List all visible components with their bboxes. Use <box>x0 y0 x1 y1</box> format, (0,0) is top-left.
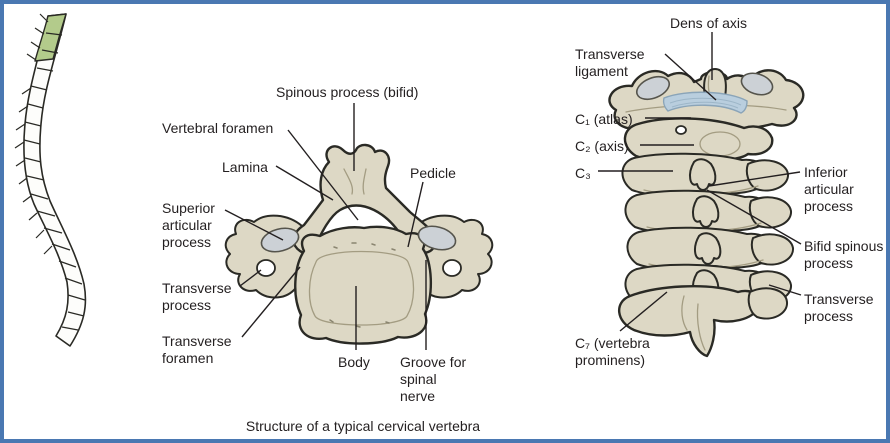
label-pedicle: Pedicle <box>410 165 456 181</box>
label-vertebral-foramen: Vertebral foramen <box>162 120 274 136</box>
label-transverse-process-superior: Transverse process <box>162 280 232 313</box>
vertebral-body-shape <box>294 225 433 345</box>
vertebral-arch-shape <box>292 143 437 255</box>
superior-articular-facet-right <box>417 225 457 251</box>
label-spinous-process: Spinous process (bifid) <box>276 84 419 100</box>
cervical-region-highlight <box>34 13 67 62</box>
transverse-foramen-left-shape <box>256 259 276 277</box>
label-inferior-articular-process: Inferior articular process <box>804 164 854 214</box>
leader-lines <box>224 32 802 350</box>
label-c2-axis: C₂ (axis) <box>575 138 629 154</box>
anatomical-illustration <box>14 13 805 358</box>
transverse-foramen-right-shape <box>442 259 462 277</box>
label-transverse-foramen: Transverse foramen <box>162 333 232 366</box>
label-c3: C₃ <box>575 165 591 181</box>
label-lamina: Lamina <box>222 159 268 175</box>
axis-shape <box>623 117 774 163</box>
label-superior-articular-process: Superior articular process <box>162 200 215 250</box>
label-bifid-spinous-process: Bifid spinous process <box>804 238 884 271</box>
label-groove-for-spinal-nerve: Groove for spinal nerve <box>400 354 467 404</box>
label-body: Body <box>338 354 370 370</box>
figure-caption: Structure of a typical cervical vertebra <box>245 418 481 434</box>
label-c1-atlas: C₁ (atlas) <box>575 111 633 127</box>
label-c7-vertebra-prominens: C₇ (vertebra prominens) <box>575 335 650 368</box>
c7-shape <box>618 285 761 358</box>
label-dens-of-axis: Dens of axis <box>670 15 748 31</box>
superior-view-illustration <box>224 143 494 345</box>
vertebral-column-lateral-icon <box>14 13 87 347</box>
lateral-view-illustration <box>608 68 805 358</box>
label-transverse-ligament: Transverse ligament <box>575 46 645 79</box>
label-transverse-process-lateral: Transverse process <box>804 291 874 324</box>
